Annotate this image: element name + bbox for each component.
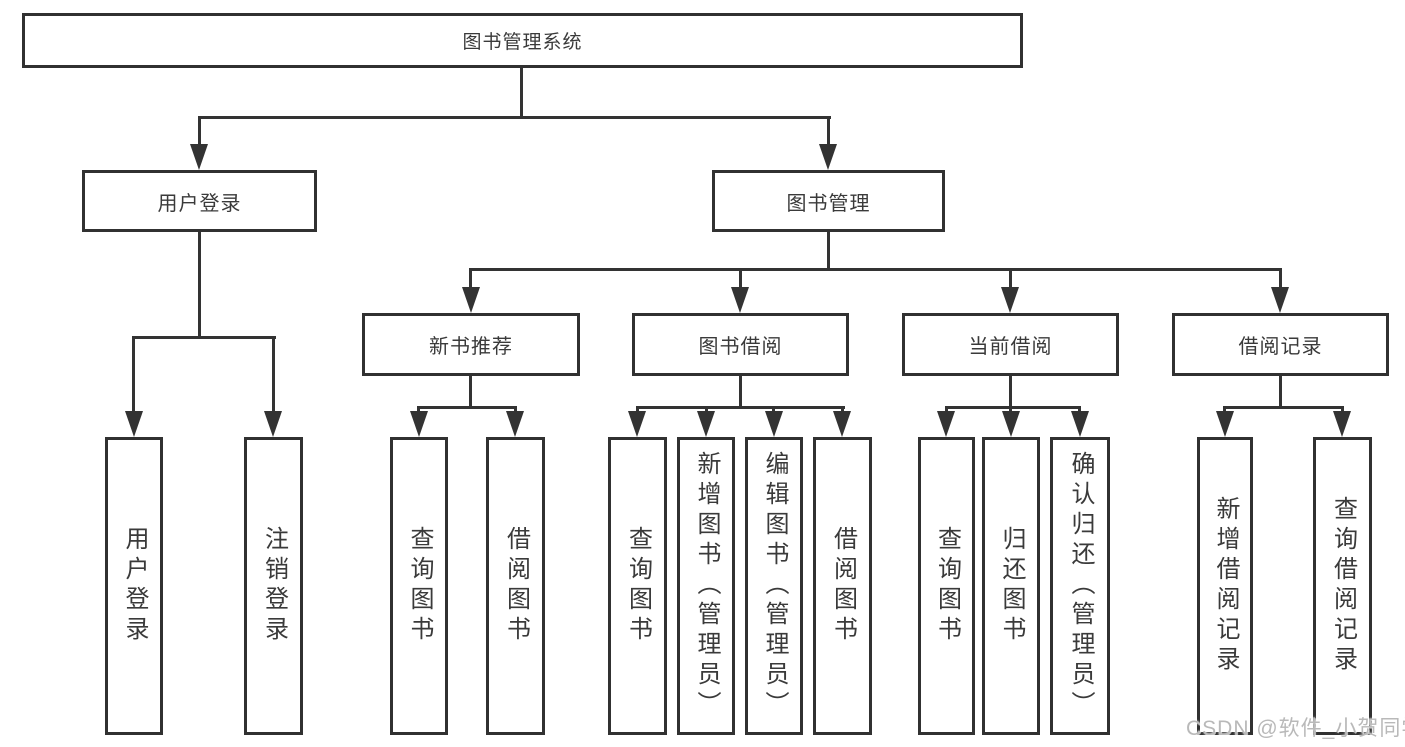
connector-new-book-rail	[418, 406, 517, 409]
leaf-return-books: 归还图书	[982, 437, 1040, 735]
connector-new-book-stem	[469, 376, 472, 408]
arrow-down-icon	[410, 411, 428, 437]
connector-current-borrow-stem	[1009, 376, 1012, 408]
leaf-confirm-return-admin: 确认归还（管理员）	[1050, 437, 1110, 735]
leaf-borrow-books: 借阅图书	[813, 437, 872, 735]
connector-drop-book-management	[827, 116, 830, 146]
connector-drop-leaf	[1341, 406, 1344, 413]
connector-user-login-stem	[198, 232, 201, 338]
arrow-down-icon	[462, 287, 480, 313]
arrow-down-icon	[937, 411, 955, 437]
arrow-down-icon	[697, 411, 715, 437]
connector-level3-rail	[470, 268, 1282, 271]
connector-drop-leaf	[514, 406, 517, 413]
connector-drop-leaf	[772, 406, 775, 413]
arrow-down-icon	[819, 144, 837, 170]
leaf-logout: 注销登录	[244, 437, 303, 735]
connector-borrow-records-stem	[1279, 376, 1282, 408]
connector-drop-leaf	[945, 406, 948, 413]
connector-book-borrow-rail	[636, 406, 845, 409]
node-new-book-recommendation: 新书推荐	[362, 313, 580, 376]
arrow-down-icon	[125, 411, 143, 437]
connector-drop-new-book	[469, 268, 472, 289]
leaf-query-books-recommend: 查询图书	[390, 437, 448, 735]
connector-root-stem	[520, 68, 523, 119]
arrow-down-icon	[1333, 411, 1351, 437]
arrow-down-icon	[190, 144, 208, 170]
leaf-add-books-admin: 新增图书（管理员）	[677, 437, 735, 735]
leaf-edit-books-admin: 编辑图书（管理员）	[745, 437, 803, 735]
arrow-down-icon	[1071, 411, 1089, 437]
csdn-watermark: CSDN @软件_小贺同学	[1186, 717, 1405, 740]
leaf-query-books-borrow: 查询图书	[608, 437, 667, 735]
connector-drop-login-leaf	[132, 336, 135, 413]
connector-drop-user-login	[198, 116, 201, 146]
arrow-down-icon	[1271, 287, 1289, 313]
arrow-down-icon	[1216, 411, 1234, 437]
connector-drop-leaf	[1009, 406, 1012, 413]
connector-user-login-rail	[133, 336, 276, 339]
connector-drop-leaf	[417, 406, 420, 413]
node-current-borrowing: 当前借阅	[902, 313, 1119, 376]
arrow-down-icon	[506, 411, 524, 437]
connector-book-management-stem	[827, 232, 830, 270]
connector-drop-book-borrow	[739, 268, 742, 289]
node-borrowing-records: 借阅记录	[1172, 313, 1389, 376]
leaf-borrow-books-recommend: 借阅图书	[486, 437, 545, 735]
connector-level2-rail	[198, 116, 831, 119]
connector-drop-current-borrow	[1009, 268, 1012, 289]
connector-drop-leaf	[636, 406, 639, 413]
arrow-down-icon	[1001, 287, 1019, 313]
leaf-query-borrow-record: 查询借阅记录	[1313, 437, 1372, 735]
connector-drop-leaf	[841, 406, 844, 413]
arrow-down-icon	[731, 287, 749, 313]
connector-drop-leaf	[705, 406, 708, 413]
node-library-management-system: 图书管理系统	[22, 13, 1023, 68]
leaf-add-borrow-record: 新增借阅记录	[1197, 437, 1253, 735]
arrow-down-icon	[833, 411, 851, 437]
connector-borrow-records-rail	[1224, 406, 1343, 409]
connector-drop-logout-leaf	[272, 336, 275, 413]
connector-drop-borrow-records	[1279, 268, 1282, 289]
connector-drop-leaf	[1223, 406, 1226, 413]
node-user-login: 用户登录	[82, 170, 317, 232]
connector-drop-leaf	[1078, 406, 1081, 413]
arrow-down-icon	[1002, 411, 1020, 437]
connector-current-borrow-rail	[945, 406, 1081, 409]
connector-book-borrow-stem	[739, 376, 742, 408]
node-book-management: 图书管理	[712, 170, 945, 232]
arrow-down-icon	[765, 411, 783, 437]
arrow-down-icon	[628, 411, 646, 437]
arrow-down-icon	[264, 411, 282, 437]
leaf-user-login: 用户登录	[105, 437, 163, 735]
node-book-borrowing: 图书借阅	[632, 313, 849, 376]
leaf-query-books-current: 查询图书	[918, 437, 975, 735]
